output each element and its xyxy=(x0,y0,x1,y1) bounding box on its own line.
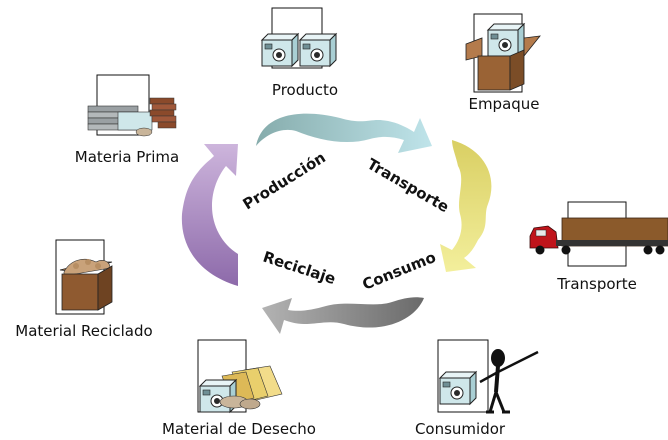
consumer-figure-icon xyxy=(437,339,539,414)
label-transporte: Transporte xyxy=(556,275,637,293)
arrow-top xyxy=(256,113,432,153)
package-box-icon xyxy=(465,13,541,93)
label-consumidor: Consumidor xyxy=(415,420,506,438)
label-empaque: Empaque xyxy=(468,95,539,113)
label-material-reciclado: Material Reciclado xyxy=(15,322,152,340)
arrow-left xyxy=(181,144,238,286)
cycle-label-produccion: Producción xyxy=(240,148,329,213)
arrow-right xyxy=(440,140,492,272)
cycle-label-reciclaje: Reciclaje xyxy=(261,248,338,288)
label-material-desecho: Material de Desecho xyxy=(162,420,316,438)
cycle-label-transporte: Transporte xyxy=(364,155,452,216)
waste-pile-icon xyxy=(197,339,283,413)
raw-materials-icon xyxy=(87,74,177,137)
arrow-bottom xyxy=(262,297,424,334)
products-icon xyxy=(261,7,337,69)
truck-icon xyxy=(529,201,668,267)
recycled-box-icon xyxy=(55,239,113,315)
label-materia-prima: Materia Prima xyxy=(75,148,179,166)
label-producto: Producto xyxy=(272,81,338,99)
cycle-label-consumo: Consumo xyxy=(360,248,439,294)
cycle-arrows xyxy=(181,113,492,334)
